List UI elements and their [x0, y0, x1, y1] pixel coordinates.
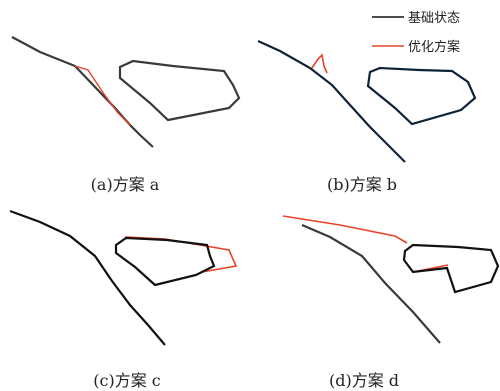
- caption-d: (d)方案 d: [329, 371, 399, 390]
- legend-base-label: 基础状态: [408, 11, 460, 26]
- panel-d-island: [402, 243, 500, 294]
- panel-b: [257, 39, 477, 163]
- panel-a-base-road: [11, 36, 154, 148]
- caption-a: (a)方案 a: [91, 175, 160, 194]
- panel-d-base-road: [301, 223, 441, 344]
- panel-c-base-road: [9, 209, 166, 346]
- panel-b-optimized-loop: [311, 53, 328, 74]
- panel-b-island: [366, 66, 477, 126]
- panel-a: [11, 36, 241, 148]
- panel-d-optimized-road: [282, 215, 408, 244]
- panel-c: [9, 209, 238, 346]
- caption-c: (c)方案 c: [93, 371, 161, 390]
- panel-d: [282, 215, 500, 344]
- panel-a-island: [118, 59, 241, 122]
- caption-b: (b)方案 b: [327, 175, 397, 194]
- legend: 基础状态 优化方案: [372, 11, 460, 55]
- panel-c-island: [114, 236, 216, 287]
- legend-optimized-label: 优化方案: [408, 39, 460, 55]
- panel-b-base-road: [257, 39, 406, 163]
- panel-a-optimized-road: [74, 65, 131, 126]
